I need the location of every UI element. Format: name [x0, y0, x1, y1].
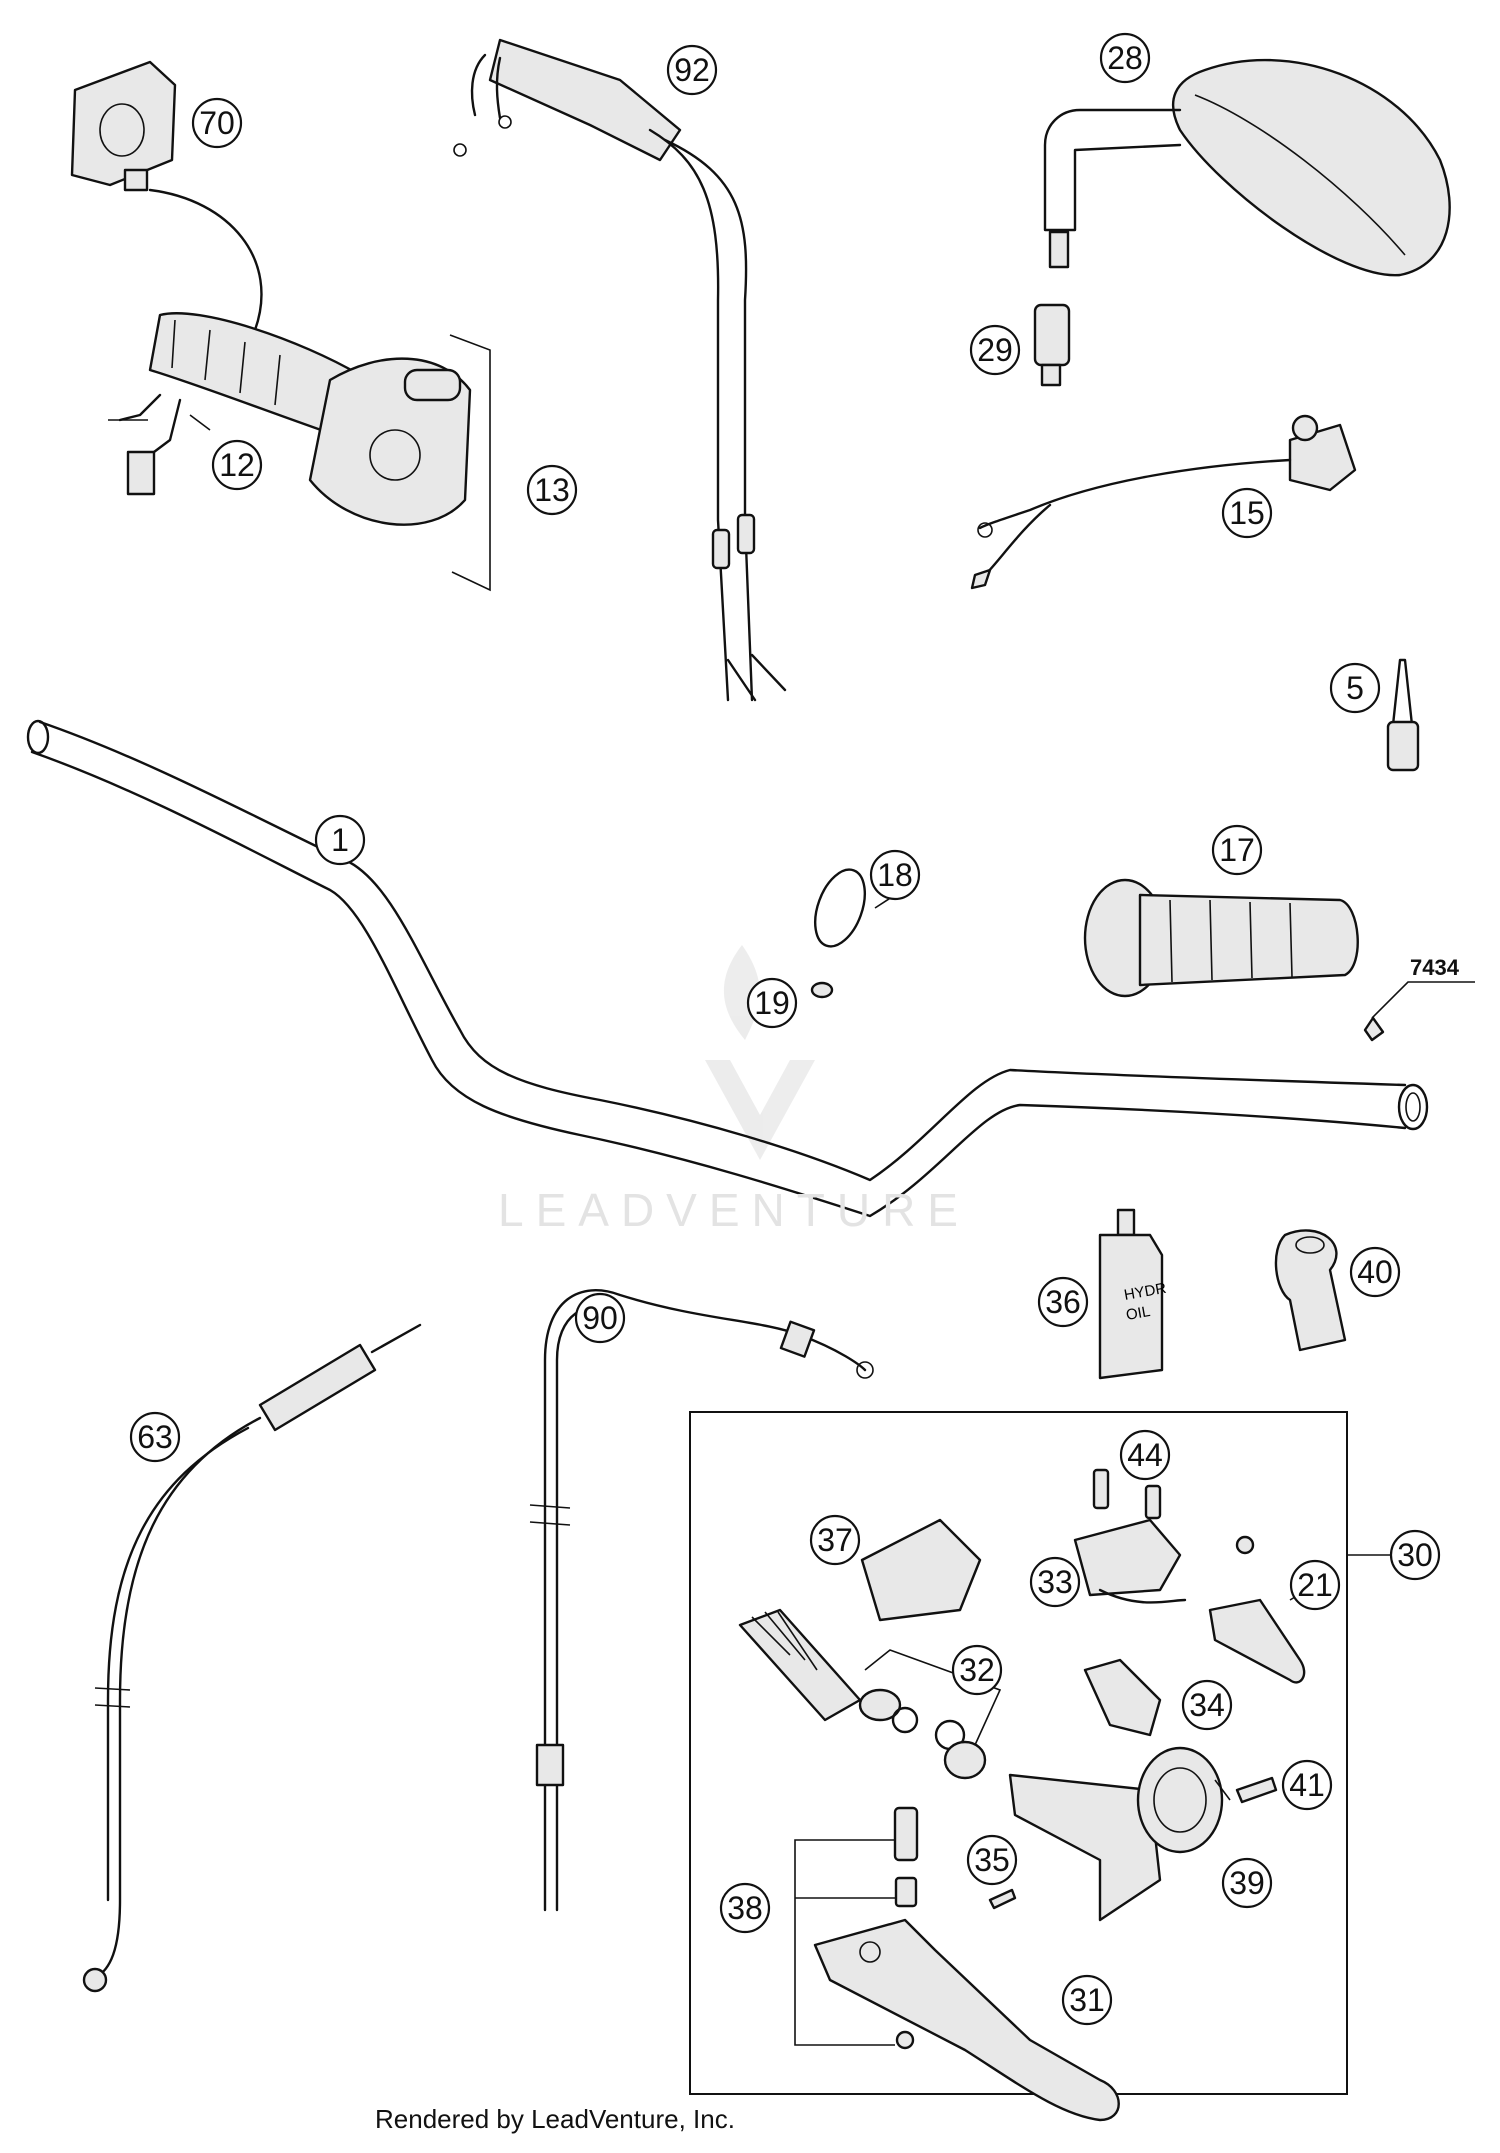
callout-17: 17: [1211, 824, 1263, 876]
callout-label: 28: [1107, 40, 1143, 76]
pin-part: [988, 1888, 1017, 1910]
callout-label: 38: [727, 1890, 763, 1926]
throttle-assembly-part: [70, 60, 491, 592]
callout-63: 63: [129, 1411, 181, 1463]
lever-adjuster-part: [1208, 1535, 1306, 1684]
screws-part: [1092, 1468, 1162, 1520]
cap-part: [1083, 1658, 1162, 1737]
callout-label: 19: [754, 985, 790, 1021]
callout-92: 92: [666, 44, 718, 96]
callout-label: 36: [1045, 1284, 1081, 1320]
bolt-part: [1235, 1776, 1278, 1804]
callout-37: 37: [809, 1514, 861, 1566]
pivot-bolt-part: [794, 1806, 919, 2050]
callout-label: 29: [977, 332, 1013, 368]
callout-label: 5: [1346, 670, 1364, 706]
callout-label: 33: [1037, 1564, 1073, 1600]
callout-35: 35: [966, 1834, 1018, 1886]
callout-29: 29: [969, 324, 1021, 376]
callout-5: 5: [1329, 662, 1381, 714]
clutch-assembly-box: [689, 1411, 1348, 2095]
callout-label: 18: [877, 857, 913, 893]
callout-40: 40: [1349, 1246, 1401, 1298]
callout-label: 15: [1229, 495, 1265, 531]
callout-90: 90: [574, 1292, 626, 1344]
clamp-part: [1274, 1229, 1347, 1352]
master-cylinder-part: [1008, 1746, 1224, 1922]
part-code-label: 7434: [1410, 955, 1460, 980]
callout-label: 31: [1069, 1982, 1105, 2018]
clutch-lever-part: [813, 1918, 1120, 2122]
callout-33: 33: [1029, 1556, 1081, 1608]
callout-36: 36: [1037, 1276, 1089, 1328]
callout-39: 39: [1221, 1857, 1273, 1909]
clutch-cable-part: [529, 1289, 874, 1912]
callout-label: 90: [582, 1300, 618, 1336]
callout-label: 21: [1297, 1567, 1333, 1603]
callout-label: 13: [534, 472, 570, 508]
callout-21: 21: [1289, 1559, 1341, 1611]
plug-part: [1363, 981, 1475, 1042]
callout-label: 34: [1189, 1687, 1225, 1723]
callout-label: 41: [1289, 1767, 1325, 1803]
callout-30: 30: [1389, 1529, 1441, 1581]
mirror-adapter-part: [1033, 303, 1071, 387]
callout-label: 40: [1357, 1254, 1393, 1290]
callout-label: 63: [137, 1419, 173, 1455]
boot-part: [860, 1518, 982, 1622]
callout-15: 15: [1221, 487, 1273, 539]
callout-label: 30: [1397, 1537, 1433, 1573]
kill-switch-part: [970, 414, 1357, 590]
bottle-label-bottom: OIL: [1125, 1303, 1152, 1324]
callout-18: 18: [869, 849, 921, 901]
render-credit: Rendered by LeadVenture, Inc.: [375, 2104, 735, 2134]
reservoir-cover-part: [1073, 1518, 1187, 1604]
callout-38: 38: [719, 1882, 771, 1934]
nut-part: [810, 981, 834, 999]
watermark-logo: [705, 945, 815, 1160]
hydraulic-oil-part: [1098, 1208, 1164, 1380]
callout-label: 12: [219, 447, 255, 483]
callout-1: 1: [314, 814, 366, 866]
callout-label: 92: [674, 52, 710, 88]
callout-label: 17: [1219, 832, 1255, 868]
callout-label: 32: [959, 1652, 995, 1688]
callout-12: 12: [211, 439, 263, 491]
hot-start-cable-part: [82, 1323, 422, 1993]
callout-label: 44: [1127, 1437, 1163, 1473]
thread-locker-part: [1386, 658, 1420, 772]
callout-41: 41: [1281, 1759, 1333, 1811]
grip-part: [1083, 878, 1359, 998]
callout-label: 1: [331, 822, 349, 858]
callout-34: 34: [1181, 1679, 1233, 1731]
callout-44: 44: [1119, 1429, 1171, 1481]
callout-label: 37: [817, 1522, 853, 1558]
cable-tie-part: [814, 868, 866, 948]
callout-label: 70: [199, 105, 235, 141]
callout-31: 31: [1061, 1974, 1113, 2026]
callout-70: 70: [191, 97, 243, 149]
callout-13: 13: [526, 464, 578, 516]
throttle-cables-part: [453, 38, 787, 702]
piston-part: [738, 1608, 1002, 1780]
callout-19: 19: [746, 977, 798, 1029]
callout-label: 35: [974, 1842, 1010, 1878]
callout-28: 28: [1099, 32, 1151, 84]
mirror-part: [1043, 58, 1451, 277]
callout-32: 32: [951, 1644, 1003, 1696]
watermark-text: LEADVENTURE: [498, 1184, 970, 1236]
callout-label: 39: [1229, 1865, 1265, 1901]
